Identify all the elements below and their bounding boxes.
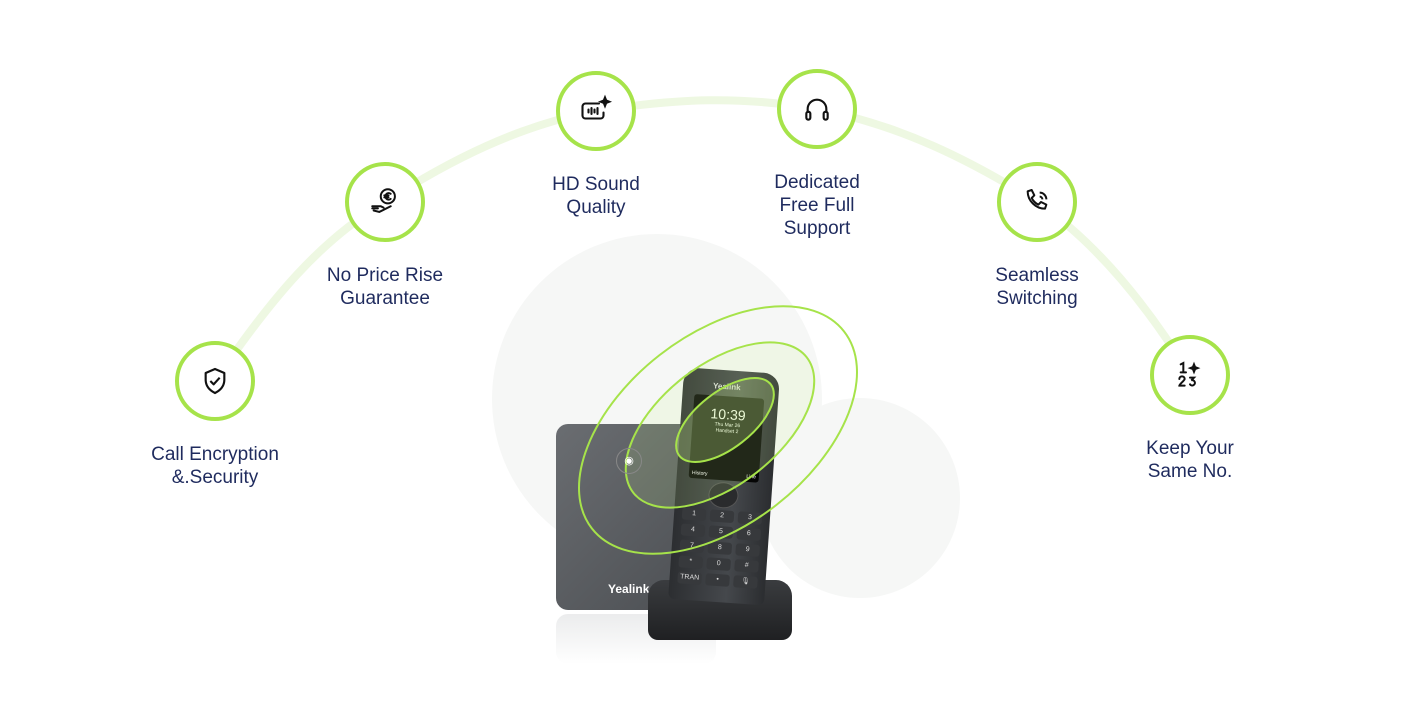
background-blob (760, 398, 960, 598)
feature-call-encryption: Call Encryption&.Security (115, 341, 315, 489)
shield-check-icon (204, 367, 226, 395)
phone-switch-icon (1026, 189, 1048, 210)
base-brand: Yealink (608, 582, 650, 596)
icon-ring (1150, 335, 1230, 415)
numbers-sparkle-icon (1178, 361, 1201, 387)
headphones-icon (805, 98, 829, 121)
wifi-icon: ◉ (616, 448, 642, 474)
icon-ring (345, 162, 425, 242)
icon-ring (556, 71, 636, 151)
icon-ring (175, 341, 255, 421)
feature-label: Call Encryption&.Security (151, 444, 279, 488)
icon-ring (777, 69, 857, 149)
euro-hand-icon (371, 188, 396, 213)
icon-ring (997, 162, 1077, 242)
hd-audio-sparkle-icon (581, 94, 613, 120)
